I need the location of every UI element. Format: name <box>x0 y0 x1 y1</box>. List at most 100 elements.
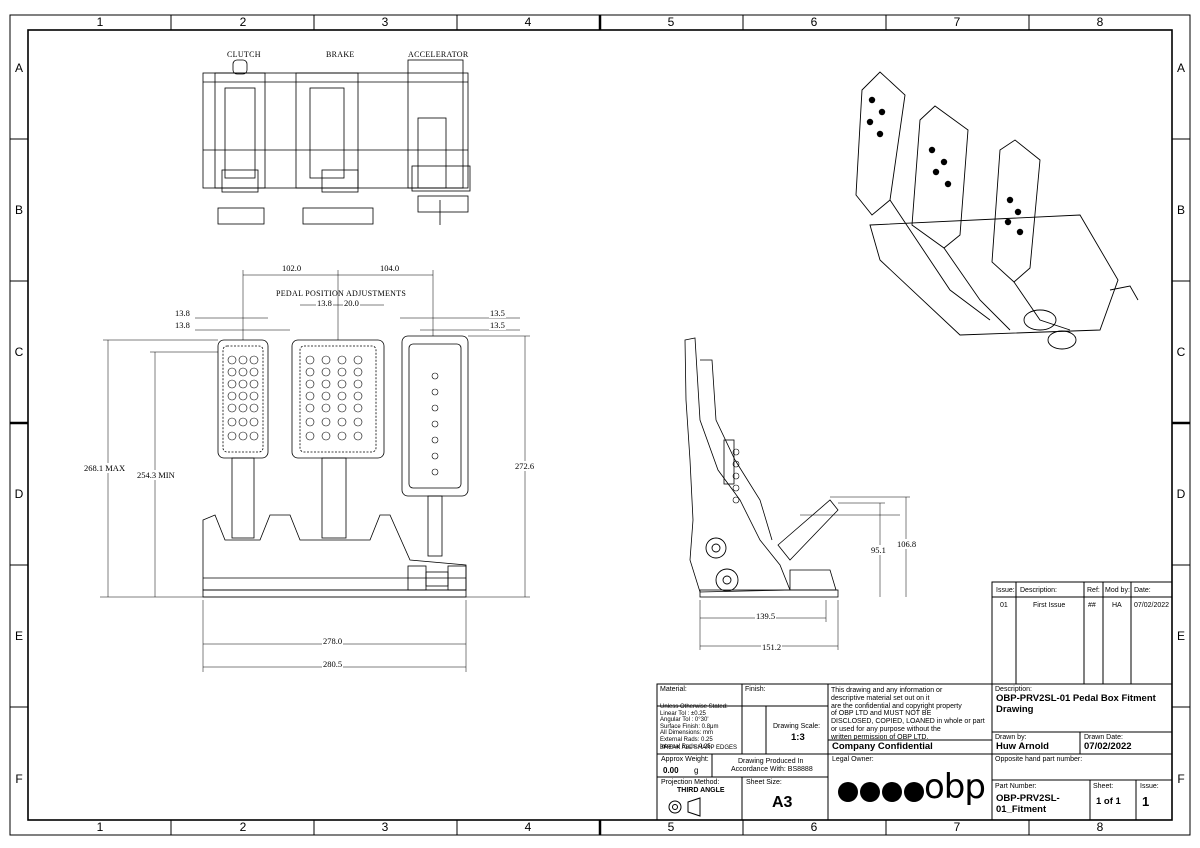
dim-278: 278.0 <box>322 636 344 646</box>
dim-13-8b: 13.8 <box>174 320 191 330</box>
sheet-value: 1 of 1 <box>1096 796 1121 807</box>
zone-col-top-1: 1 <box>96 15 104 29</box>
weight-value: 0.00 <box>663 766 679 775</box>
zone-row-right-C: C <box>1176 345 1186 359</box>
rev-row-description: First Issue <box>1033 602 1066 609</box>
dim-102: 102.0 <box>281 263 303 273</box>
projection-value: THIRD ANGLE <box>677 787 725 794</box>
company-confidential: Company Confidential <box>832 741 933 752</box>
obp-logo-text: obp <box>924 767 986 807</box>
produced-line1: Drawing Produced In <box>738 758 804 765</box>
drawn-by-value: Huw Arnold <box>996 741 1049 752</box>
dim-151: 151.2 <box>761 642 783 652</box>
drawing-scale-label: Drawing Scale: <box>773 723 821 730</box>
sheet-size-value: A3 <box>772 794 793 811</box>
projection-label: Projection Method: <box>661 779 720 786</box>
zone-col-top-8: 8 <box>1096 15 1104 29</box>
sheet-label: Sheet: <box>1093 783 1114 790</box>
rev-header-description: Description: <box>1020 587 1057 594</box>
description-value: OBP-PRV2SL-01 Pedal Box Fitment Drawing <box>996 693 1156 715</box>
part-number-label: Part Number: <box>995 783 1037 790</box>
clutch-label: CLUTCH <box>227 50 261 59</box>
zone-col-bottom-7: 7 <box>953 820 961 834</box>
zone-col-top-4: 4 <box>524 15 532 29</box>
rev-row-modby: HA <box>1112 602 1122 609</box>
rev-row-date: 07/02/2022 <box>1134 602 1170 609</box>
dim-13-8a: 13.8 <box>174 308 191 318</box>
zone-col-bottom-4: 4 <box>524 820 532 834</box>
obp-logo-icon <box>838 782 924 802</box>
drawn-date-label: Drawn Date: <box>1084 734 1123 741</box>
rev-row-issue: 01 <box>1000 602 1008 609</box>
zone-col-top-6: 6 <box>810 15 818 29</box>
dim-280: 280.5 <box>322 659 344 669</box>
drawn-date-value: 07/02/2022 <box>1084 741 1132 752</box>
dim-106: 106.8 <box>896 539 918 549</box>
side-view <box>684 337 839 598</box>
confidential-notice: This drawing and any information or desc… <box>831 687 985 741</box>
third-angle-projection-icon <box>668 797 701 817</box>
weight-unit: g <box>694 766 699 775</box>
opposite-hand-label: Opposite hand part number: <box>995 756 1083 763</box>
zone-row-left-A: A <box>14 61 23 75</box>
side-dimensions <box>699 496 910 650</box>
pedal-position-adjustments-label: PEDAL POSITION ADJUSTMENTS <box>276 289 407 298</box>
zone-col-top-7: 7 <box>953 15 961 29</box>
issue-value: 1 <box>1142 794 1150 809</box>
rev-row-ref: ## <box>1088 602 1096 609</box>
zone-row-left-B: B <box>14 203 23 217</box>
dim-20: 20.0 <box>343 298 360 308</box>
dim-13-5a: 13.5 <box>489 308 506 318</box>
accelerator-label: ACCELERATOR <box>408 50 469 59</box>
zone-row-right-B: B <box>1176 203 1185 217</box>
brake-label: BRAKE <box>326 50 355 59</box>
zone-col-top-2: 2 <box>239 15 247 29</box>
tolerances-block: Unless Otherwise Stated: Linear Tol : ±0… <box>660 704 728 750</box>
dim-13-8c: 13.8 <box>316 298 333 308</box>
drawing-scale-value: 1:3 <box>791 732 805 743</box>
zone-col-bottom-5: 5 <box>667 820 675 834</box>
dim-13-5b: 13.5 <box>489 320 506 330</box>
zone-row-right-F: F <box>1177 772 1185 786</box>
zone-col-top-3: 3 <box>381 15 389 29</box>
produced-line2: Accordance With: BS8888 <box>731 766 813 773</box>
zone-row-right-D: D <box>1176 487 1186 501</box>
rev-header-modby: Mod by: <box>1105 587 1130 594</box>
isometric-view <box>855 71 1139 350</box>
dim-139: 139.5 <box>755 611 777 621</box>
zone-col-bottom-6: 6 <box>810 820 818 834</box>
dim-268: 268.1 MAX <box>83 463 127 473</box>
rev-header-date: Date: <box>1134 587 1151 594</box>
issue-label: Issue: <box>1140 783 1159 790</box>
sheet-size-label: Sheet Size: <box>746 779 782 786</box>
break-edges-note: BREAK ALL SHARP EDGES <box>660 745 738 751</box>
dim-104: 104.0 <box>379 263 401 273</box>
zone-col-bottom-3: 3 <box>381 820 389 834</box>
drawn-by-label: Drawn by: <box>995 734 1027 741</box>
material-label: Material: <box>660 686 687 693</box>
zone-col-top-5: 5 <box>667 15 675 29</box>
part-number-value: OBP-PRV2SL- 01_Fitment <box>996 793 1060 815</box>
zone-row-right-A: A <box>1176 61 1185 75</box>
dim-95: 95.1 <box>870 545 887 555</box>
front-view <box>202 335 469 598</box>
top-view <box>202 59 471 225</box>
zone-row-right-E: E <box>1176 629 1185 643</box>
zone-row-left-D: D <box>14 487 24 501</box>
zone-row-left-C: C <box>14 345 24 359</box>
finish-label: Finish: <box>745 686 766 693</box>
legal-owner-label: Legal Owner: <box>832 756 874 763</box>
zone-row-left-E: E <box>14 629 23 643</box>
title-block-lines <box>656 581 1173 821</box>
zone-row-left-F: F <box>15 772 23 786</box>
zone-col-bottom-8: 8 <box>1096 820 1104 834</box>
dim-272: 272.6 <box>514 461 536 471</box>
description-label: Description: <box>995 686 1032 693</box>
zone-col-bottom-2: 2 <box>239 820 247 834</box>
zone-col-bottom-1: 1 <box>96 820 104 834</box>
approx-weight-label: Approx Weight: <box>661 756 709 763</box>
rev-header-ref: Ref: <box>1087 587 1100 594</box>
rev-header-issue: Issue: <box>996 587 1015 594</box>
dim-254: 254.3 MIN <box>136 470 176 480</box>
